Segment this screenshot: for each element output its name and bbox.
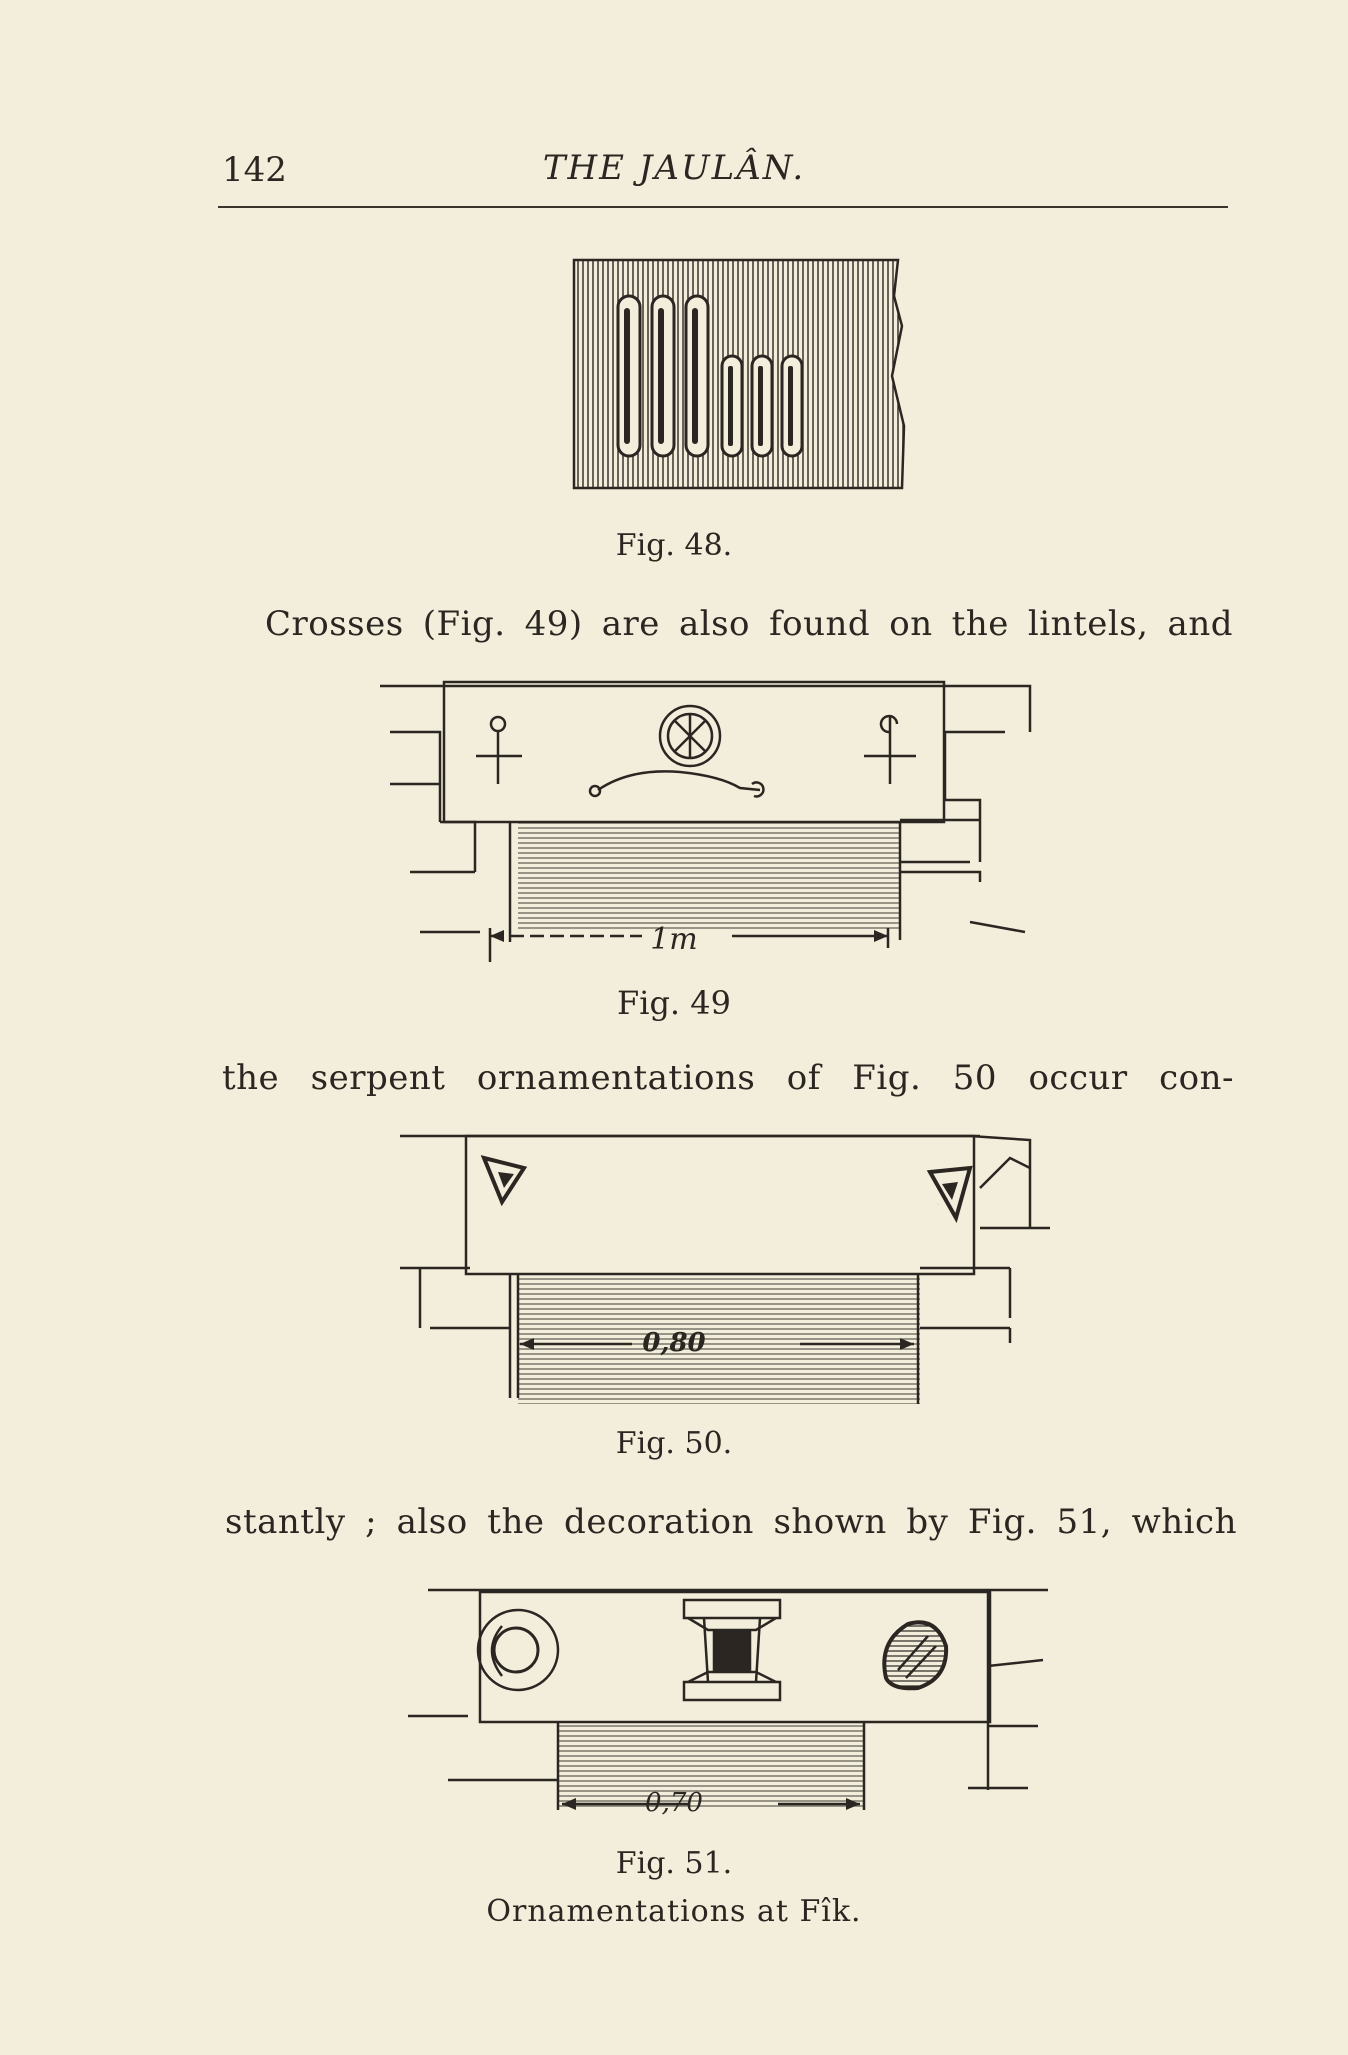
body-text-line: Crosses (Fig. 49) are also found on the … — [265, 604, 1233, 644]
figure-48-illustration — [572, 258, 906, 490]
body-text-line: stantly ; also the decoration shown by F… — [225, 1502, 1237, 1542]
figure-51-caption: Fig. 51. — [615, 1846, 733, 1881]
figure-49-illustration — [380, 680, 1032, 962]
figure-49-caption: Fig. 49 — [617, 984, 731, 1022]
figure-51-measurement: 0,70 — [645, 1788, 703, 1818]
figure-50-caption: Fig. 50. — [615, 1426, 733, 1461]
figure-49-measurement: 1m — [650, 922, 698, 957]
figure-50-illustration — [400, 1134, 1050, 1404]
figure-51-illustration — [408, 1588, 1048, 1810]
figure-48-caption: Fig. 48. — [615, 528, 733, 563]
running-title: THE JAULÂN. — [542, 148, 806, 188]
header-rule — [218, 206, 1228, 208]
body-text-line: the serpent ornamentations of Fig. 50 oc… — [222, 1058, 1234, 1098]
figure-50-measurement: 0,80 — [642, 1328, 706, 1358]
page-number: 142 — [222, 150, 287, 190]
figure-51-subcaption: Ornamentations at Fîk. — [486, 1894, 862, 1929]
